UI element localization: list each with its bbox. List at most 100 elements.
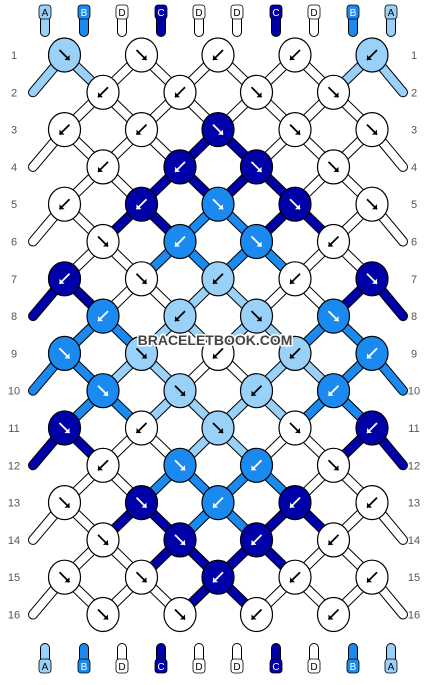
row-number-right-16: 16 (408, 610, 420, 622)
arrowhead-icon (213, 577, 218, 583)
knot-r1-k4 (278, 37, 312, 73)
row-number-right-1: 1 (411, 50, 417, 62)
top-thread-label-10: A (388, 8, 395, 19)
knot-r2-k1 (86, 74, 120, 110)
knot-r15-k2 (124, 559, 159, 595)
knot-r11-k2 (124, 410, 159, 446)
knot-r4-k2 (163, 149, 197, 185)
arrowhead-icon (180, 614, 185, 620)
knot-r13-k2 (124, 485, 159, 521)
row-number-left-1: 1 (11, 50, 17, 62)
top-thread-swatch-4 (154, 4, 168, 20)
row-number-right-15: 15 (408, 572, 420, 584)
knot-r4-k1 (86, 149, 120, 185)
top-thread-swatch-5 (192, 4, 206, 20)
row-number-right-11: 11 (408, 423, 419, 435)
row-number-right-9: 9 (411, 348, 417, 360)
knot-r3-k3 (201, 112, 235, 148)
row-number-right-4: 4 (411, 162, 417, 174)
knot-r12-k4 (316, 447, 351, 483)
row-number-left-9: 9 (11, 348, 17, 360)
knot-r1-k5 (355, 37, 389, 73)
top-thread-label-7: C (272, 8, 279, 19)
arrowhead-icon (328, 390, 334, 396)
row-number-left-4: 4 (11, 162, 17, 174)
knot-r1-k3 (201, 37, 235, 73)
arrowhead-icon (218, 204, 223, 210)
knot-r14-k4 (316, 522, 351, 558)
bottom-thread-label-1: A (42, 662, 49, 673)
bottom-thread-label-7: C (272, 662, 279, 673)
arrowhead-icon (136, 204, 142, 210)
arrowhead-icon (175, 241, 180, 247)
top-thread-swatch-1 (38, 4, 52, 20)
knot-layer (47, 37, 389, 633)
arrowhead-icon (295, 129, 300, 135)
arrowhead-icon (367, 55, 372, 60)
arrowhead-icon (333, 465, 339, 471)
row-number-right-3: 3 (411, 125, 417, 137)
knot-r5-k2 (124, 186, 159, 222)
knot-r4-k3 (239, 149, 274, 185)
bottom-thread-label-3: D (118, 662, 125, 673)
bottom-thread-swatch-2 (77, 658, 91, 674)
arrowhead-icon (180, 390, 185, 396)
knot-r7-k1 (47, 261, 82, 297)
knot-r5-k4 (278, 186, 312, 222)
row-number-left-7: 7 (11, 274, 17, 286)
knot-r3-k5 (355, 112, 389, 148)
arrowhead-icon (256, 241, 262, 247)
row-number-left-10: 10 (8, 386, 20, 398)
row-number-left-8: 8 (11, 311, 17, 323)
knot-r10-k3 (239, 373, 274, 409)
knot-r9-k1 (47, 335, 82, 371)
row-number-left-15: 15 (8, 572, 20, 584)
arrowhead-icon (295, 204, 300, 210)
row-number-right-7: 7 (411, 274, 417, 286)
arrowhead-icon (295, 428, 300, 433)
knot-r11-k5 (355, 410, 389, 446)
knot-r4-k4 (316, 149, 351, 185)
bottom-thread-swatch-10 (384, 658, 398, 674)
knot-r8-k2 (163, 298, 197, 334)
arrowhead-icon (328, 241, 334, 247)
row-number-right-8: 8 (411, 311, 417, 323)
knot-r7-k3 (201, 261, 235, 297)
knot-r16-k2 (163, 596, 197, 633)
top-thread-label-9: B (350, 8, 357, 19)
arrowhead-icon (136, 129, 142, 135)
arrowhead-icon (367, 577, 372, 583)
knot-r9-k5 (355, 335, 389, 371)
bottom-thread-label-6: D (233, 662, 240, 673)
arrowhead-icon (213, 55, 218, 60)
arrowhead-icon (251, 390, 257, 396)
arrowhead-icon (141, 502, 147, 508)
bottom-thread-swatch-7 (269, 658, 283, 674)
knot-r6-k2 (163, 223, 197, 260)
row-number-right-10: 10 (408, 386, 420, 398)
row-number-left-12: 12 (8, 460, 20, 472)
knot-r12-k2 (163, 447, 197, 483)
bottom-thread-label-10: A (388, 662, 395, 673)
knot-r5-k5 (355, 186, 389, 222)
arrowhead-icon (290, 55, 295, 60)
arrowhead-icon (98, 166, 103, 172)
top-thread-label-3: D (118, 8, 125, 19)
knot-r12-k1 (86, 447, 120, 483)
knot-r1-k1 (47, 37, 82, 73)
knot-r15-k4 (278, 559, 312, 595)
knot-r9-k2 (124, 335, 159, 371)
knot-r12-k3 (239, 447, 274, 483)
row-number-right-5: 5 (411, 199, 417, 211)
knot-r10-k2 (163, 373, 197, 409)
knot-r2-k4 (316, 74, 351, 110)
arrowhead-icon (256, 316, 262, 322)
bottom-thread-label-4: C (157, 662, 164, 673)
row-number-left-5: 5 (11, 199, 17, 211)
arrowhead-icon (103, 614, 108, 620)
knot-r7-k2 (124, 261, 159, 297)
knot-r15-k5 (355, 559, 389, 595)
arrowhead-icon (367, 502, 372, 508)
arrowhead-icon (333, 166, 339, 172)
knot-r13-k4 (278, 485, 312, 521)
